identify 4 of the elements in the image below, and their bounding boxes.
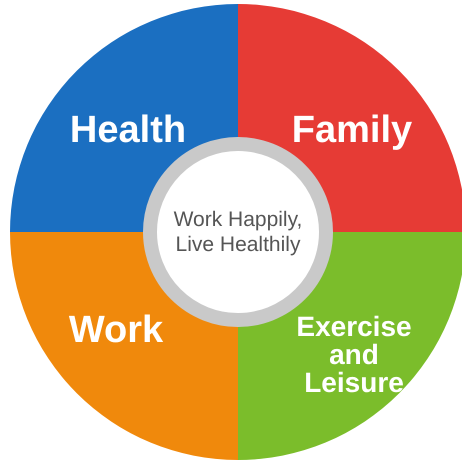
segment-label: Exercise and Leisure xyxy=(295,313,413,397)
segment-label: Health xyxy=(68,111,188,149)
segment-label: Family xyxy=(290,111,414,149)
segment-label: Work xyxy=(68,311,164,349)
